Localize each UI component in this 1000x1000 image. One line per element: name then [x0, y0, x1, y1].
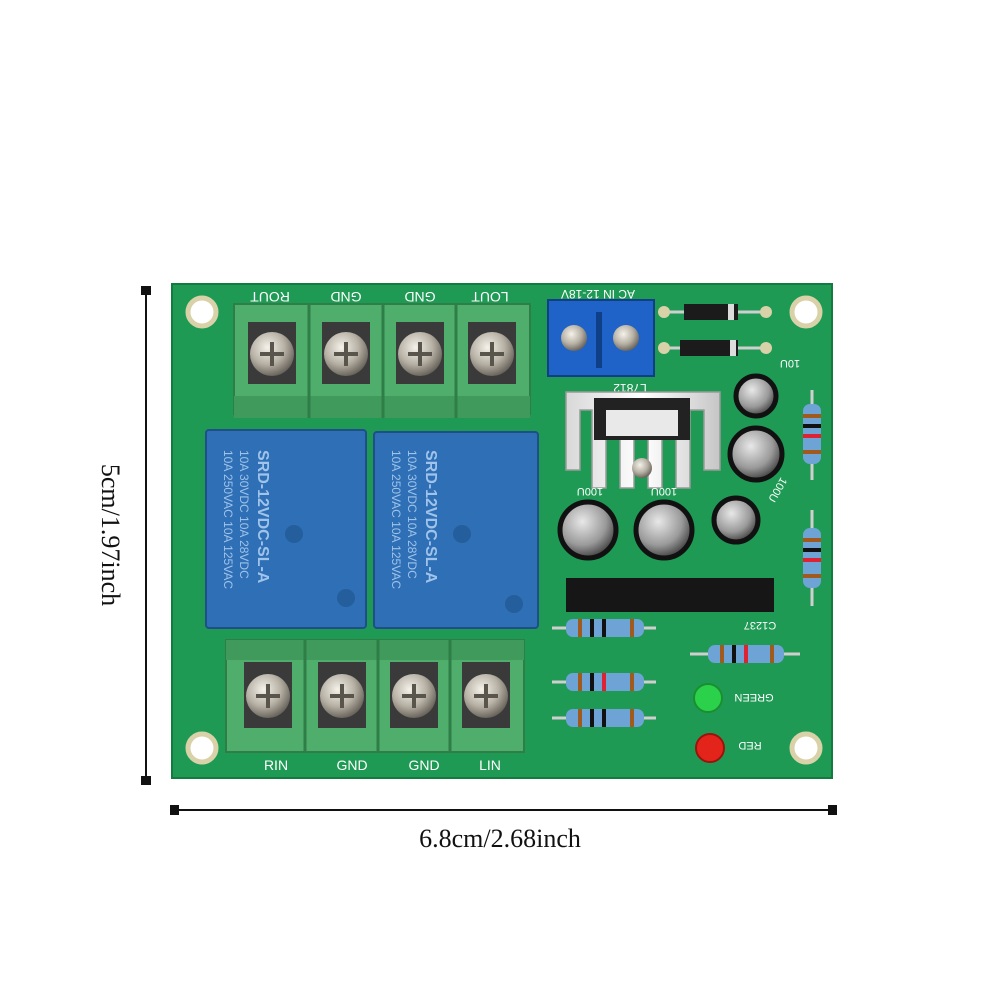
relay-right-rating-2: 10A 30VDC 10A 28VDC [405, 450, 419, 579]
label-gnd-bottom-2: GND [408, 757, 439, 773]
label-gnd-top-1: GND [330, 289, 361, 305]
cap-label-100u-b: 100U [651, 485, 677, 497]
power-input-terminal: AC IN 12-18V [547, 287, 655, 377]
relay-left-model: SRD-12VDC-SL-A [254, 450, 271, 584]
top-terminal-labels: ROUT GND GND LOUT [250, 289, 509, 305]
label-lout: LOUT [471, 289, 509, 305]
resistors-horizontal [552, 619, 800, 727]
green-led [693, 683, 723, 713]
diodes [658, 304, 772, 356]
resistors-vertical [803, 390, 821, 606]
top-terminal-block [233, 303, 531, 418]
status-leds: GREEN RED [693, 683, 774, 763]
power-input-label: AC IN 12-18V [561, 287, 635, 301]
ic-chip: C1237 [566, 578, 776, 631]
mounting-holes [185, 295, 823, 765]
green-led-label: GREEN [734, 691, 773, 703]
bottom-screws [244, 662, 510, 728]
width-dimension-label: 6.8cm/2.68inch [419, 824, 581, 853]
height-dimension-line [141, 286, 151, 785]
ic-label: C1237 [744, 619, 776, 631]
relay-left-rating-1: 10A 250VAC 10A 125VAC [221, 450, 235, 589]
top-screws [248, 322, 516, 384]
relay-right: 10A 250VAC 10A 125VAC 10A 30VDC 10A 28VD… [373, 431, 539, 629]
relay-left-rating-2: 10A 30VDC 10A 28VDC [237, 450, 251, 579]
label-lin: LIN [479, 757, 501, 773]
width-dimension-line [170, 805, 837, 815]
voltage-regulator: L7812 [565, 381, 721, 489]
capacitors: 10U 100U 100U 100U [557, 357, 800, 561]
label-rin: RIN [264, 757, 288, 773]
relay-right-model: SRD-12VDC-SL-A [422, 450, 439, 584]
label-gnd-bottom-1: GND [336, 757, 367, 773]
cap-label-100u-a: 100U [577, 485, 603, 497]
label-gnd-top-2: GND [404, 289, 435, 305]
label-rout: ROUT [250, 289, 290, 305]
bottom-terminal-block [225, 639, 525, 753]
height-dimension-label: 5cm/1.97inch [96, 463, 125, 607]
relay-right-rating-1: 10A 250VAC 10A 125VAC [389, 450, 403, 589]
cap-label-10u: 10U [780, 357, 800, 369]
red-led-label: RED [738, 739, 761, 751]
bottom-terminal-labels: RIN GND GND LIN [264, 757, 501, 773]
red-led [695, 733, 725, 763]
relay-left: 10A 250VAC 10A 125VAC 10A 30VDC 10A 28VD… [205, 429, 367, 629]
